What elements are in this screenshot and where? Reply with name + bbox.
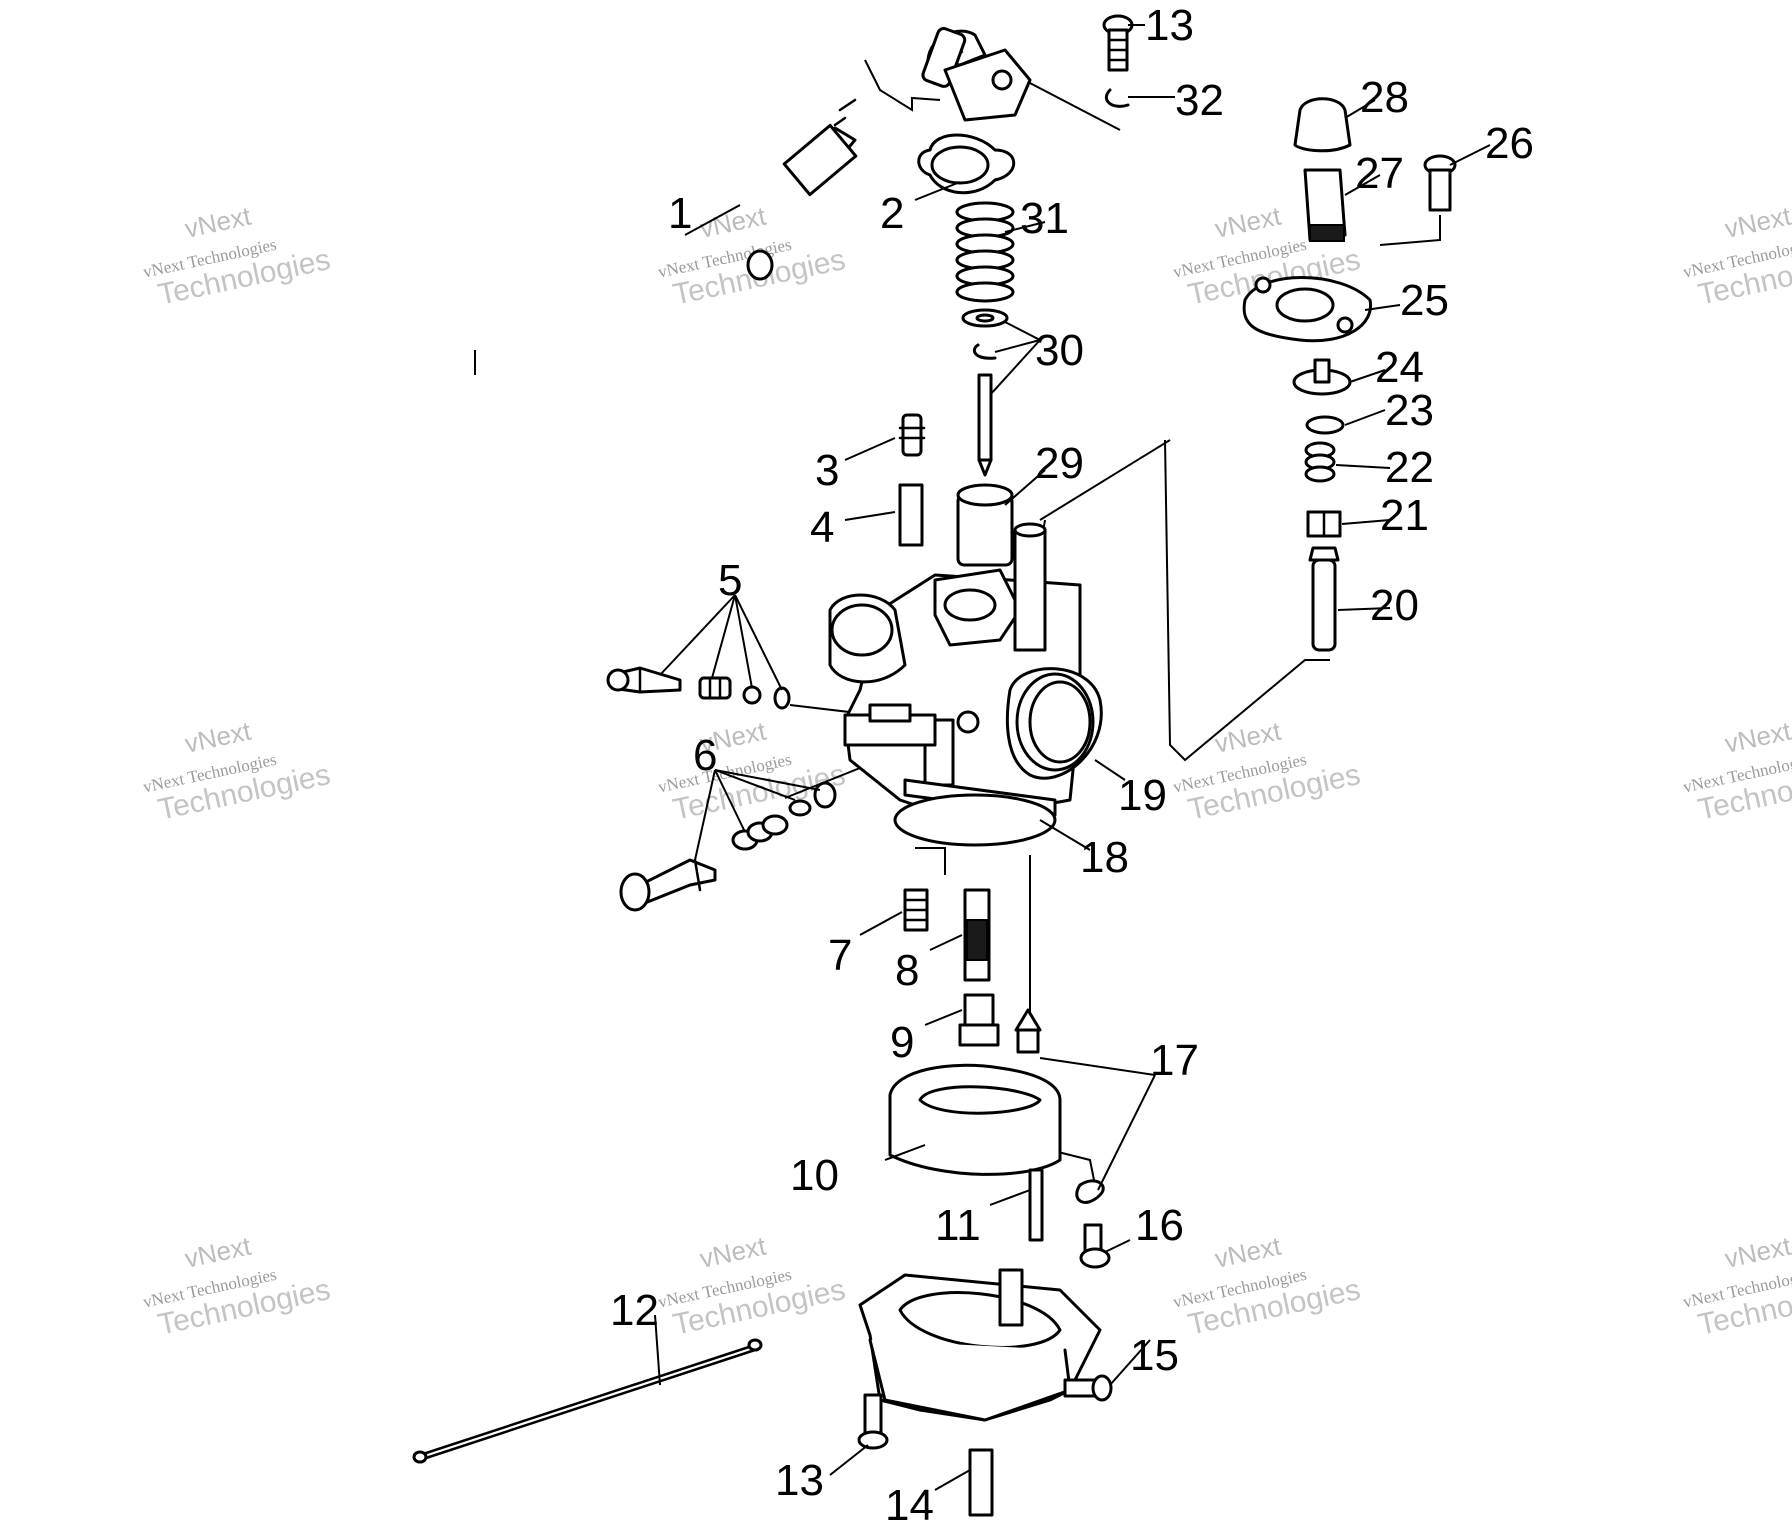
watermark: vNext vNext Technologies Technologies <box>1681 200 1792 311</box>
drain-screw <box>1063 1374 1113 1402</box>
starter-cover <box>1242 276 1373 343</box>
pilot-jet <box>903 888 929 932</box>
callout-13-top: 13 <box>1145 1 1194 50</box>
fuel-filter <box>782 98 858 197</box>
jet-needle <box>977 373 993 477</box>
watermark: vNext vNext Technologies Technologies <box>1171 200 1363 311</box>
callout-13-bottom: 13 <box>775 1456 824 1505</box>
plunger-seal <box>1292 358 1352 396</box>
svg-text:vNext: vNext <box>1722 200 1792 243</box>
watermark: vNext vNext Technologies Technologies <box>141 715 333 826</box>
hose-tube <box>898 483 924 547</box>
callout-5: 5 <box>718 556 742 605</box>
fuel-inlet-elbow <box>921 27 1032 122</box>
main-jet <box>958 993 1000 1047</box>
float <box>888 1063 1062 1176</box>
watermark: vNext vNext Technologies Technologies <box>1171 1230 1363 1341</box>
bowl-gasket <box>893 793 1057 847</box>
watermark: vNext vNext Technologies Technologies <box>656 1230 848 1341</box>
callout-25: 25 <box>1400 276 1449 325</box>
svg-text:vNext: vNext <box>1212 200 1284 243</box>
callout-11: 11 <box>935 1201 981 1250</box>
cover-gasket <box>917 133 1016 195</box>
callout-29: 29 <box>1035 439 1084 488</box>
callout-24: 24 <box>1375 343 1424 392</box>
svg-text:vNext: vNext <box>1722 1230 1792 1273</box>
callout-28: 28 <box>1360 73 1409 122</box>
svg-text:vNext: vNext <box>182 715 254 758</box>
screw-16 <box>1079 1223 1111 1269</box>
clip-32 <box>1104 88 1130 108</box>
callout-9: 9 <box>890 1018 914 1067</box>
plunger-nut <box>1306 510 1342 538</box>
throttle-spring <box>955 201 1015 303</box>
watermark: vNext vNext Technologies Technologies <box>656 715 848 826</box>
callout-18: 18 <box>1080 833 1129 882</box>
float-pin <box>1028 1168 1044 1242</box>
callout-8: 8 <box>895 946 919 995</box>
svg-text:vNext: vNext <box>697 1230 769 1273</box>
watermark: vNext vNext Technologies Technologies <box>1171 715 1363 826</box>
float-needle <box>1014 1008 1042 1054</box>
float-bowl <box>858 1268 1102 1422</box>
watermark: vNext vNext Technologies Technologies <box>141 200 333 311</box>
callout-4: 4 <box>810 503 834 552</box>
callout-16: 16 <box>1135 1201 1184 1250</box>
callout-26: 26 <box>1485 119 1534 168</box>
callout-1: 1 <box>668 189 692 238</box>
drain-tube <box>968 1448 994 1517</box>
callout-30: 30 <box>1035 326 1084 375</box>
plunger-spring <box>1304 441 1336 483</box>
idle-screw-set <box>619 781 837 912</box>
callout-17: 17 <box>1150 1036 1199 1085</box>
callout-22: 22 <box>1385 443 1434 492</box>
callout-3: 3 <box>815 446 839 495</box>
leader-lines <box>654 24 1491 1491</box>
watermark: vNext vNext Technologies Technologies <box>1681 715 1792 826</box>
needle-clip-17 <box>1075 1179 1105 1204</box>
callout-10: 10 <box>790 1151 839 1200</box>
callout-19: 19 <box>1118 771 1167 820</box>
needle-washer-hole <box>975 313 995 323</box>
callout-14: 14 <box>885 1481 934 1530</box>
plunger-washer <box>1305 415 1345 435</box>
svg-text:vNext: vNext <box>1722 715 1792 758</box>
starter-cap-27 <box>1303 168 1347 242</box>
starter-plunger <box>1308 546 1340 652</box>
screw-top <box>1102 14 1134 72</box>
cover-screw-26 <box>1423 154 1457 212</box>
filter-ring <box>746 249 774 281</box>
callout-20: 20 <box>1370 581 1419 630</box>
callout-31: 31 <box>1020 194 1069 243</box>
screw-bottom <box>857 1393 889 1450</box>
callout-2: 2 <box>880 189 904 238</box>
watermark: vNext vNext Technologies Technologies <box>141 1230 333 1341</box>
svg-text:vNext: vNext <box>182 200 254 243</box>
watermark: vNext vNext Technologies Technologies <box>1681 1230 1792 1341</box>
throttle-valve <box>956 483 1014 567</box>
callout-27: 27 <box>1355 149 1404 198</box>
callout-6: 6 <box>693 731 717 780</box>
rubber-cap-28 <box>1293 97 1352 153</box>
svg-text:vNext: vNext <box>1212 1230 1284 1273</box>
callout-7: 7 <box>828 931 852 980</box>
callout-21: 21 <box>1380 491 1429 540</box>
needle-clip <box>972 343 997 360</box>
callout-32: 32 <box>1175 76 1224 125</box>
callout-23: 23 <box>1385 386 1434 435</box>
carburetor-body <box>828 522 1103 822</box>
callout-12: 12 <box>610 1286 659 1335</box>
pipe-fitting <box>898 413 926 457</box>
pilot-screw-set <box>606 666 912 723</box>
svg-text:vNext: vNext <box>182 1230 254 1273</box>
svg-text:vNext: vNext <box>1212 715 1284 758</box>
needle-jet <box>963 888 991 982</box>
tickler-wire <box>412 1338 763 1464</box>
callout-15: 15 <box>1130 1331 1179 1380</box>
callout-labels: 1 2 31 30 3 4 29 5 6 19 18 7 8 9 17 10 1… <box>610 1 1534 1530</box>
